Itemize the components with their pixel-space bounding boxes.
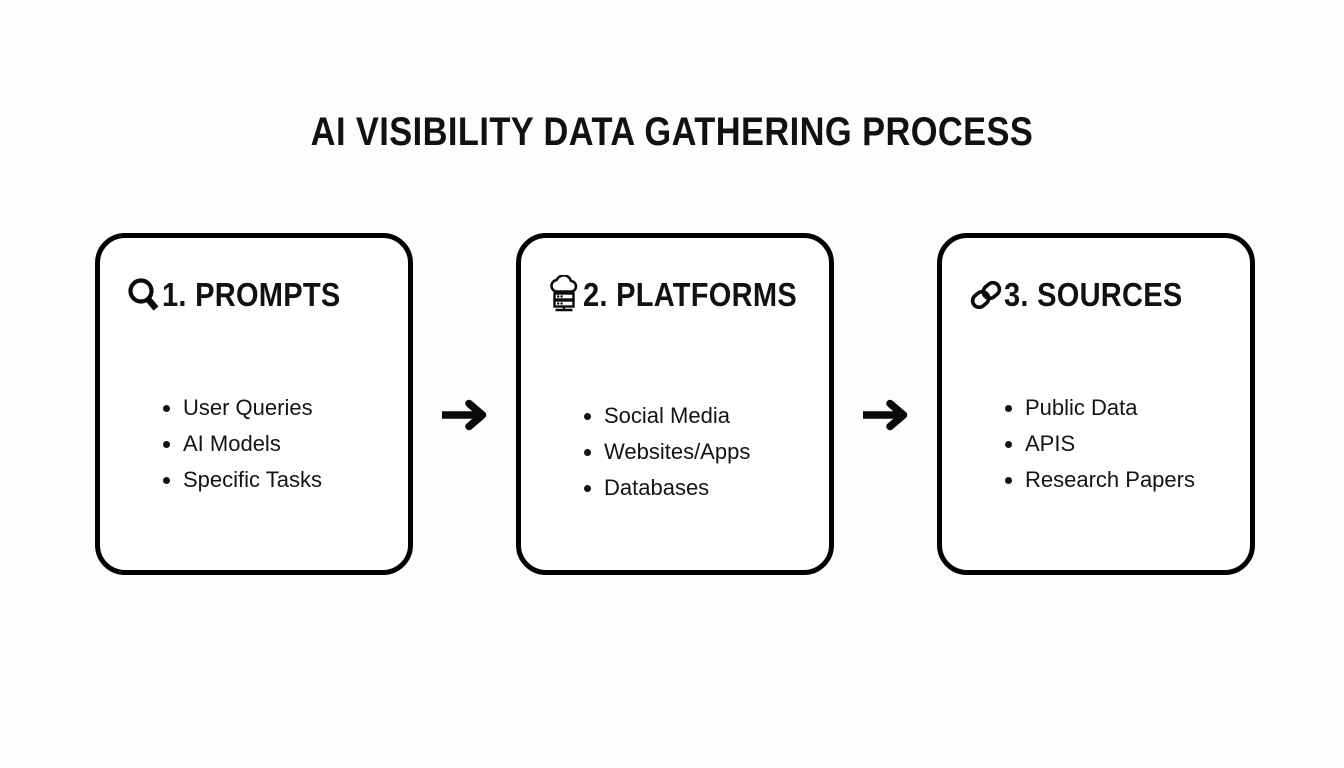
list-item: User Queries: [162, 390, 322, 426]
stage-item-list: User Queries AI Models Specific Tasks: [162, 390, 322, 498]
cloud-server-icon: [545, 275, 585, 315]
list-item: Specific Tasks: [162, 462, 322, 498]
list-item: Websites/Apps: [583, 434, 750, 470]
stage-header: 1. PROMPTS: [124, 274, 365, 316]
stage-title: 2. PLATFORMS: [583, 276, 797, 313]
stage-card-sources[interactable]: 3. SOURCES Public Data APIS Research Pap…: [937, 233, 1255, 575]
process-flow: 1. PROMPTS User Queries AI Models Specif…: [95, 233, 1255, 575]
stage-title: 3. SOURCES: [1004, 276, 1183, 313]
stage-title: 1. PROMPTS: [162, 276, 341, 313]
stage-card-platforms[interactable]: 2. PLATFORMS Social Media Websites/Apps …: [516, 233, 834, 575]
list-item: Databases: [583, 470, 750, 506]
page-title: AI VISIBILITY DATA GATHERING PROCESS: [310, 110, 1034, 154]
stage-card-prompts[interactable]: 1. PROMPTS User Queries AI Models Specif…: [95, 233, 413, 575]
list-item: Social Media: [583, 398, 750, 434]
chain-link-icon: [966, 275, 1006, 315]
arrow-right-icon: [860, 398, 912, 432]
stage-header: 2. PLATFORMS: [545, 274, 826, 316]
arrow-right-icon: [439, 398, 491, 432]
list-item: Public Data: [1004, 390, 1195, 426]
list-item: Research Papers: [1004, 462, 1195, 498]
stage-item-list: Public Data APIS Research Papers: [1004, 390, 1195, 498]
stage-item-list: Social Media Websites/Apps Databases: [583, 398, 750, 506]
stage-header: 3. SOURCES: [966, 274, 1207, 316]
list-item: AI Models: [162, 426, 322, 462]
magnifying-glass-icon: [124, 275, 164, 315]
list-item: APIS: [1004, 426, 1195, 462]
